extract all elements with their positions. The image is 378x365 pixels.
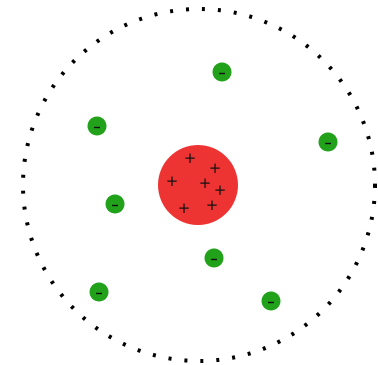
electron xyxy=(90,283,109,302)
electron xyxy=(213,63,232,82)
electron xyxy=(205,249,224,268)
electron xyxy=(88,117,107,136)
electron-circle xyxy=(262,292,281,311)
proton-plus-sign: + xyxy=(166,172,179,190)
electron xyxy=(262,292,281,311)
electron xyxy=(106,195,125,214)
electron-circle xyxy=(213,63,232,82)
electron-circle xyxy=(319,133,338,152)
electron xyxy=(319,133,338,152)
electron-circle xyxy=(106,195,125,214)
proton-plus-sign: + xyxy=(178,199,191,217)
electron-circle xyxy=(90,283,109,302)
electron-circle xyxy=(205,249,224,268)
proton-plus-sign: + xyxy=(184,149,197,167)
electron-circle xyxy=(88,117,107,136)
proton-plus-sign: + xyxy=(206,196,219,214)
proton-plus-sign: + xyxy=(199,174,212,192)
